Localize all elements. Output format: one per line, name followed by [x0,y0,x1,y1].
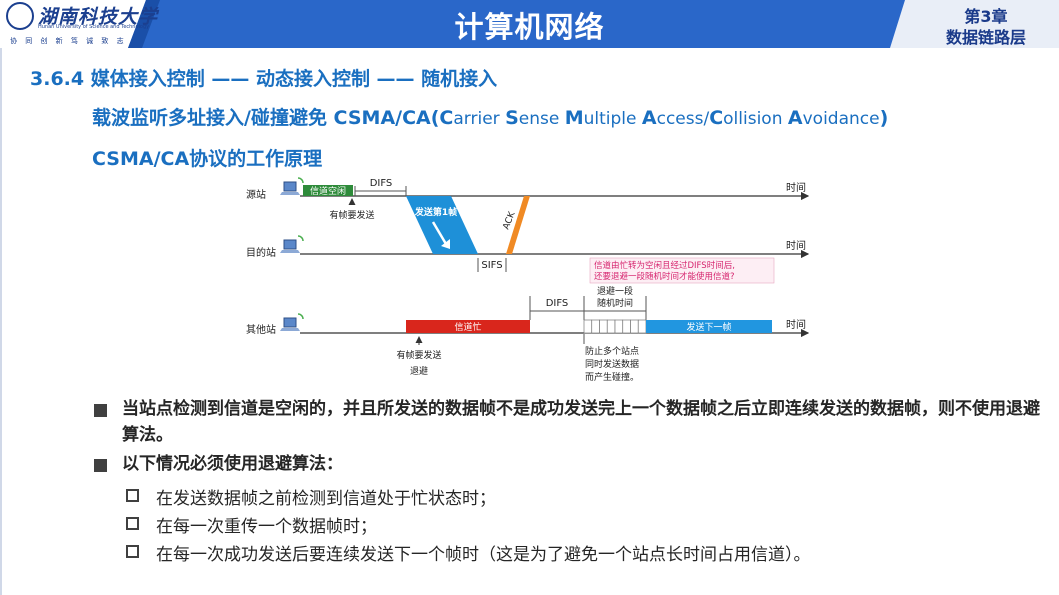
backoff-word: 退避 [410,365,428,377]
checkbox-bullet-icon [126,517,139,530]
school-motto: 协 同 创 新 笃 诚 致 志 [10,37,127,45]
ack-shape [506,196,530,254]
laptop-icon [280,313,304,331]
question-note-line1: 信道由忙转为空闲且经过DIFS时间后, [594,260,735,271]
backoff-slot [583,319,593,334]
prevent-line1: 防止多个站点 [585,345,639,357]
backoff-label-line2: 随机时间 [597,297,633,309]
header-bar: 湖南科技大学 Hunan University of Science and T… [0,0,1059,48]
arrowhead-icon [441,239,450,249]
send-next-block [646,320,772,333]
send-frame-shape [406,196,478,254]
subheading-word-rest: ollision [723,109,788,129]
protocol-subheading: 载波监听多址接入/碰撞避免 CSMA/CA(Carrier Sense Mult… [92,103,888,130]
section-heading: 3.6.4 媒体接入控制 —— 动态接入控制 —— 随机接入 [30,68,498,90]
send-next-label: 发送下一帧 [686,321,731,333]
square-bullet-icon [94,459,107,472]
station-label-source: 源站 [246,188,266,201]
subheading-suffix: ) [879,107,889,129]
time-label: 时间 [786,239,806,252]
time-label: 时间 [786,181,806,194]
backoff-slot [637,319,647,334]
difs-label-2: DIFS [546,298,569,309]
checkbox-bullet-icon [126,489,139,502]
has-frame-label-2: 有帧要发送 [396,349,441,361]
subheading-initial: C [439,107,454,129]
square-bullet-icon [94,404,107,417]
backoff-slot [599,319,608,334]
time-label: 时间 [786,318,806,331]
laptop-icon [280,177,304,195]
left-frame-line [0,48,2,595]
laptop-icon [280,235,304,253]
chapter-number: 第3章 [964,7,1008,26]
principle-title: CSMA/CA协议的工作原理 [92,148,323,170]
subheading-word-rest: voidance [802,109,880,129]
sifs-label: SIFS [481,260,502,271]
backoff-slot [606,319,616,334]
header-background [0,0,1059,48]
sub-bullet-text-3: 在每一次成功发送后要连续发送下一个帧时（这是为了避免一个站点长时间占用信道）。 [156,545,811,565]
station-label-other: 其他站 [246,323,276,336]
question-note-line2: 还要退避一段随机时间才能使用信道? [594,271,735,282]
difs-label: DIFS [370,178,393,189]
subheading-initial: C [709,107,724,129]
channel-idle-label: 信道空闲 [310,185,346,197]
backoff-label-line1: 退避一段 [597,285,633,297]
school-name-en: Hunan University of Science and Technolo… [38,24,150,30]
backoff-slot [630,319,639,334]
subheading-initial: S [505,107,519,129]
course-title: 计算机网络 [454,10,605,44]
subheading-word-rest: ultiple [583,109,642,129]
channel-busy-label: 信道忙 [454,321,481,333]
checkbox-bullet-icon [126,545,139,558]
subheading-initial: M [564,107,584,129]
has-frame-label: 有帧要发送 [329,209,374,221]
bullet-text-1: 当站点检测到信道是空闲的，并且所发送的数据帧不是成功发送完上一个数据帧之后立即连… [122,399,1040,445]
subheading-word-rest: ense [518,109,565,129]
sub-bullet-text-2: 在每一次重传一个数据帧时； [156,517,377,537]
subheading-initial: A [641,107,657,129]
channel-idle-block [303,185,353,196]
school-name: 湖南科技大学 [38,6,159,28]
chapter-name: 数据链路层 [945,28,1026,47]
send-frame-label: 发送第1帧 [414,206,457,218]
channel-busy-block [406,320,530,333]
sub-bullet-text-1: 在发送数据帧之前检测到信道处于忙状态时； [156,489,496,509]
prevent-line3: 而产生碰撞。 [585,371,639,383]
subheading-word-rest: ccess/ [656,109,710,129]
subheading-expansion: Carrier Sense Multiple Access/Collision … [439,107,879,129]
backoff-slot [622,319,631,334]
backoff-slot [591,319,600,334]
subheading-word-rest: arrier [453,109,506,129]
subheading-initial: A [787,107,803,129]
down-arrow-icon [431,221,448,245]
backoff-slots [583,319,647,334]
school-logo [6,2,34,30]
station-label-destination: 目的站 [246,246,276,259]
question-note-box [589,257,775,284]
backoff-slot [614,319,624,334]
subheading-prefix: 载波监听多址接入/碰撞避免 CSMA/CA( [92,107,440,129]
prevent-line2: 同时发送数据 [585,358,639,370]
bullet-text-2: 以下情况必须使用退避算法： [122,454,343,474]
